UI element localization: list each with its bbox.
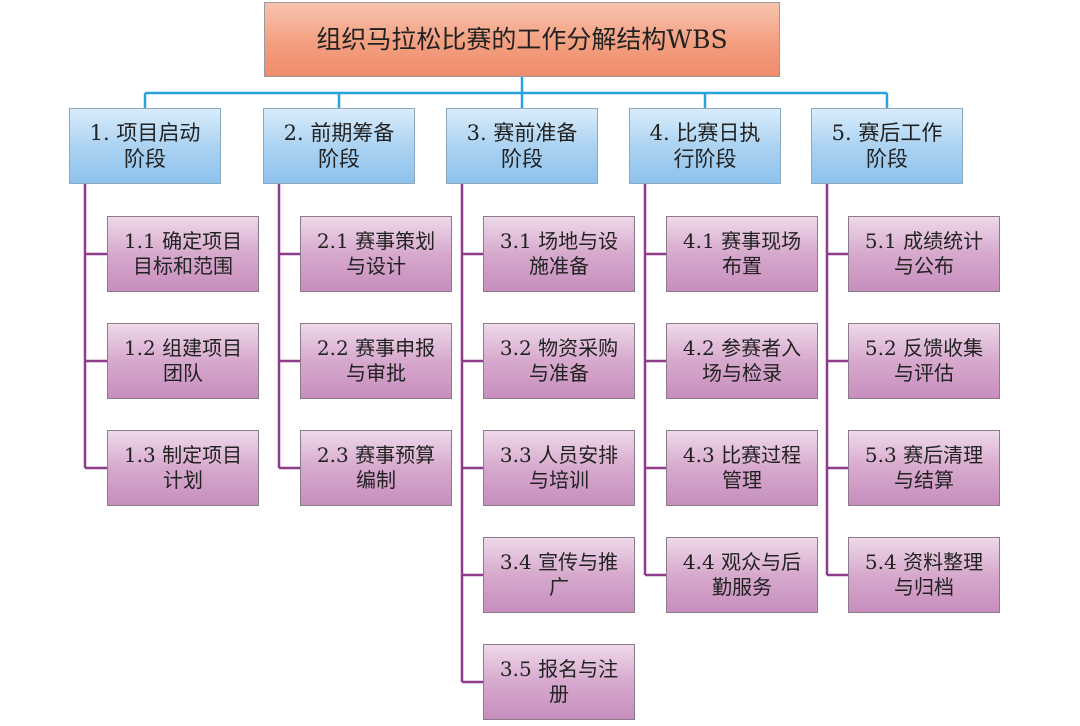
task-node-5-2: 5.2 反馈收集 与评估 [848,323,1000,399]
task-node-3-5: 3.5 报名与注 册 [483,644,635,720]
task-node-5-1: 5.1 成绩统计 与公布 [848,216,1000,292]
task-node-3-3: 3.3 人员安排 与培训 [483,430,635,506]
task-node-3-1: 3.1 场地与设 施准备 [483,216,635,292]
task-node-4-2: 4.2 参赛者入 场与检录 [666,323,818,399]
task-node-5-3: 5.3 赛后清理 与结算 [848,430,1000,506]
phase-node-4: 4. 比赛日执 行阶段 [629,108,781,184]
task-node-2-3: 2.3 赛事预算 编制 [300,430,452,506]
task-node-3-2: 3.2 物资采购 与准备 [483,323,635,399]
task-node-3-4: 3.4 宣传与推 广 [483,537,635,613]
task-node-1-1: 1.1 确定项目 目标和范围 [107,216,259,292]
task-node-4-3: 4.3 比赛过程 管理 [666,430,818,506]
phase-node-2: 2. 前期筹备 阶段 [263,108,415,184]
phase-node-1: 1. 项目启动 阶段 [69,108,221,184]
task-node-2-2: 2.2 赛事申报 与审批 [300,323,452,399]
phase-node-3: 3. 赛前准备 阶段 [446,108,598,184]
task-node-2-1: 2.1 赛事策划 与设计 [300,216,452,292]
phase-node-5: 5. 赛后工作 阶段 [811,108,963,184]
root-node: 组织马拉松比赛的工作分解结构WBS [264,2,780,77]
task-node-5-4: 5.4 资料整理 与归档 [848,537,1000,613]
task-node-1-3: 1.3 制定项目 计划 [107,430,259,506]
task-node-4-1: 4.1 赛事现场 布置 [666,216,818,292]
task-node-4-4: 4.4 观众与后 勤服务 [666,537,818,613]
task-node-1-2: 1.2 组建项目 团队 [107,323,259,399]
